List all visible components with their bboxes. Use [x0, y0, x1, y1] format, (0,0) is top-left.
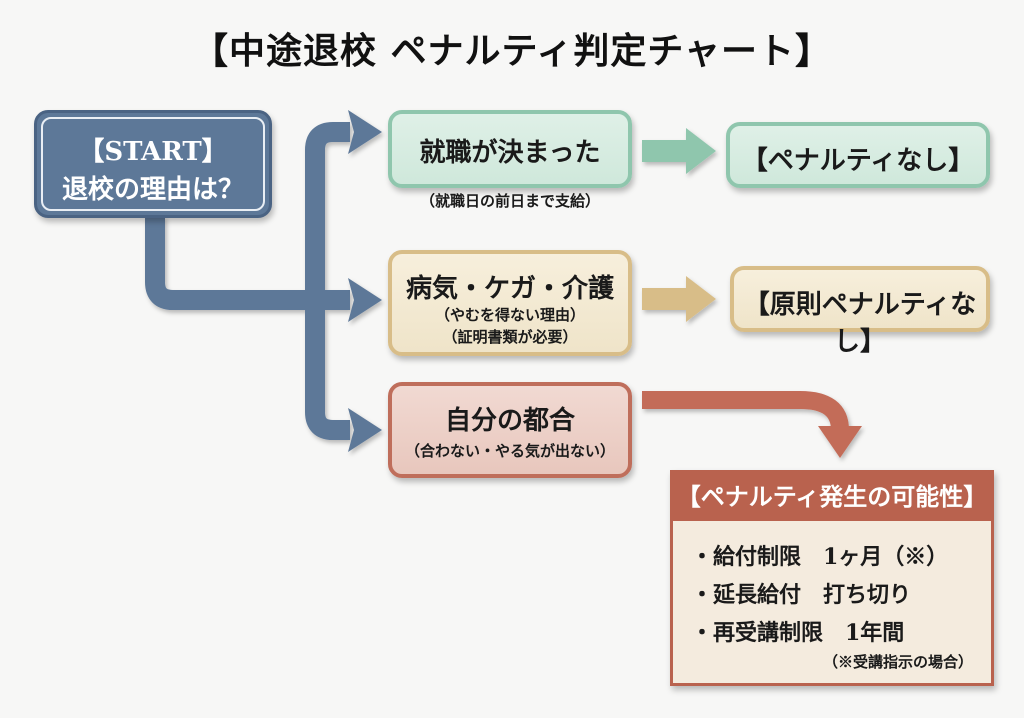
tan-arrow-shaft [642, 288, 690, 310]
penalty-item: ・延長給付 打ち切り [691, 582, 912, 608]
arrowhead-to-illness [348, 278, 382, 322]
personal-reason-node: 自分の都合 （合わない・やる気が出ない） [388, 382, 632, 478]
green-arrow-shaft [642, 140, 690, 162]
green-arrowhead [686, 128, 716, 174]
personal-reason-label: 自分の都合 [444, 406, 575, 436]
arrowhead-to-employment [348, 110, 382, 154]
penalty-footnote: （※受講指示の場合） [822, 653, 973, 671]
no-penalty-label: 【ペナルティなし】 [741, 146, 975, 176]
employment-note: （就職日の前日まで支給） [419, 192, 600, 210]
red-arrow-shaft [642, 391, 849, 432]
illness-node: 病気・ケガ・介護 （やむを得ない理由） （証明書類が必要） [388, 250, 632, 356]
principle-no-penalty-label: 【原則ペナルティなし】 [743, 290, 977, 357]
start-node: 【START】 退校の理由は？ [34, 110, 272, 218]
arrowhead-to-personal [348, 408, 382, 452]
illness-label: 病気・ケガ・介護 [405, 274, 614, 304]
personal-reason-note: （合わない・やる気が出ない） [404, 442, 615, 460]
employment-node: 就職が決まった [388, 110, 632, 188]
start-label: 【START】 [78, 137, 228, 167]
red-arrowhead [818, 426, 862, 458]
branch-trunk-down [305, 300, 350, 440]
employment-label: 就職が決まった [419, 138, 601, 168]
principle-no-penalty-result: 【原則ペナルティなし】 [730, 266, 990, 357]
branch-trunk-up [305, 122, 350, 300]
penalty-item: ・再受講制限 1年間 [691, 620, 905, 646]
penalty-item: ・給付制限 1ヶ月（※） [691, 544, 949, 570]
start-question: 退校の理由は？ [61, 175, 244, 205]
start-node-inner-border [41, 117, 265, 211]
chart-title: 【中途退校 ペナルティ判定チャート】 [191, 30, 832, 72]
penalty-box: 【ペナルティ発生の可能性】 ・給付制限 1ヶ月（※） ・延長給付 打ち切り ・再… [670, 470, 994, 686]
no-penalty-result: 【ペナルティなし】 [726, 122, 990, 188]
tan-arrowhead [686, 276, 716, 322]
start-connector [145, 216, 300, 310]
illness-note-docs: （証明書類が必要） [442, 328, 578, 346]
illness-note-reason: （やむを得ない理由） [434, 306, 585, 324]
penalty-header: 【ペナルティ発生の可能性】 [673, 473, 991, 521]
